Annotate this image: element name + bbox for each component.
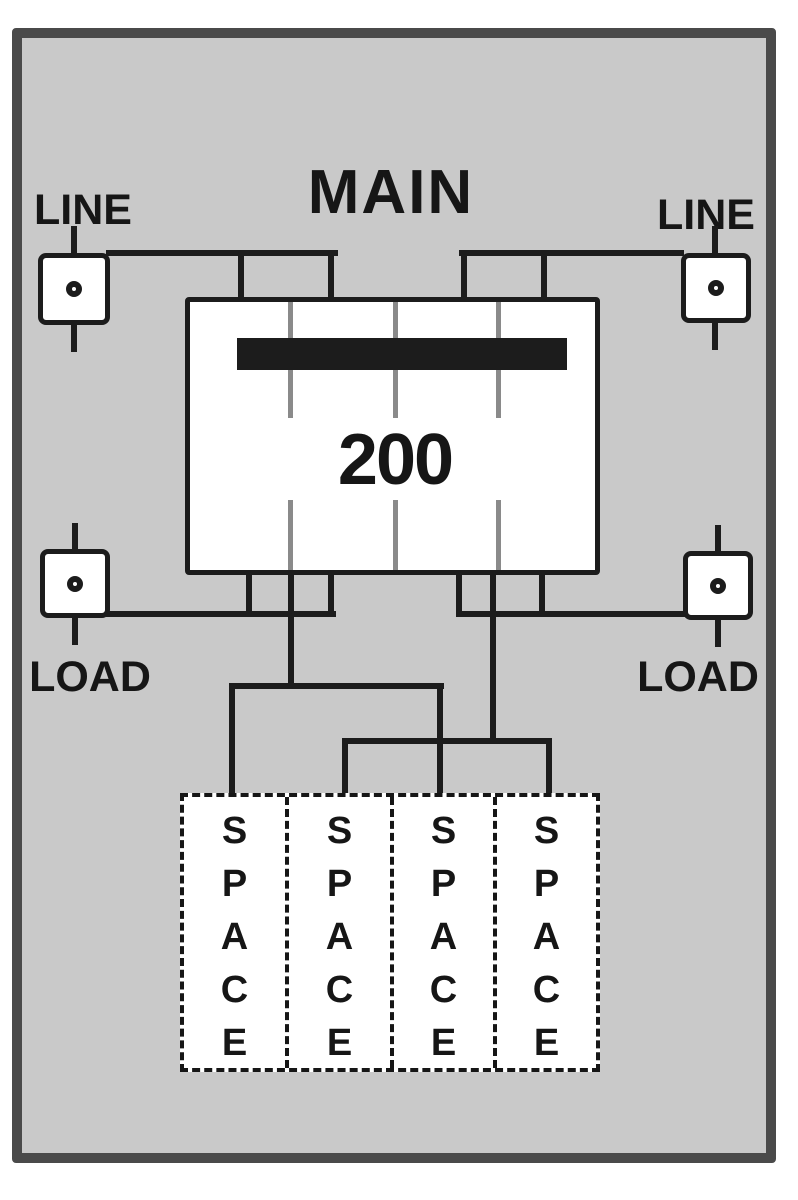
space-slot-1: SPACE (184, 797, 285, 1075)
space-label: SPACE (213, 810, 256, 1075)
line-terminal-right (681, 253, 751, 323)
terminal-screw-icon (66, 281, 82, 297)
wire-line-right (459, 250, 684, 256)
terminal-tick-bottom (712, 323, 718, 350)
pole-divider (496, 302, 501, 338)
wire-line-left (106, 250, 338, 256)
space-slot-3: SPACE (394, 797, 493, 1075)
pole-divider (393, 500, 398, 570)
load-label-left: LOAD (29, 653, 151, 701)
space-label: SPACE (318, 810, 361, 1075)
terminal-tick-top (71, 226, 77, 253)
drop-space-1 (229, 683, 235, 800)
terminal-screw-icon (67, 575, 83, 592)
stub-line-pole-1 (238, 250, 244, 302)
drop-space-3 (437, 683, 443, 800)
pole-divider (393, 370, 398, 418)
drop-space-2 (342, 738, 348, 800)
breaker-handle-bar (237, 338, 567, 370)
pole-divider (496, 370, 501, 418)
load-terminal-left (40, 549, 110, 618)
spaces-panel: SPACE SPACE SPACE SPACE (180, 793, 600, 1075)
breaker-rating: 200 (337, 420, 454, 500)
bus-b (342, 738, 552, 744)
line-label-left: LINE (34, 186, 132, 234)
wire-load-left (106, 611, 336, 617)
pole-divider (496, 500, 501, 570)
terminal-screw-icon (708, 280, 724, 296)
pole-divider (288, 500, 293, 570)
terminal-tick-top (715, 525, 721, 551)
space-label: SPACE (525, 810, 568, 1075)
terminal-tick-bottom (72, 618, 78, 645)
line-terminal-left (38, 253, 110, 325)
space-divider (493, 797, 497, 1068)
pole-divider (288, 370, 293, 418)
line-label-right: LINE (657, 191, 755, 239)
terminal-screw-icon (710, 577, 726, 594)
bus-a (229, 683, 444, 689)
pole-divider (393, 302, 398, 338)
terminal-tick-bottom (71, 325, 77, 352)
space-slot-4: SPACE (497, 797, 596, 1075)
space-slot-2: SPACE (289, 797, 390, 1075)
stub-load-pole-2 (328, 570, 334, 617)
load-label-right: LOAD (637, 653, 759, 701)
drop-space-4 (546, 738, 552, 800)
space-divider (390, 797, 394, 1068)
terminal-tick-top (712, 226, 718, 253)
feed-left (288, 570, 294, 689)
stub-load-pole-3 (456, 570, 462, 617)
load-terminal-right (683, 551, 753, 620)
terminal-tick-bottom (715, 620, 721, 647)
space-divider (285, 797, 289, 1068)
stub-line-pole-3 (461, 250, 467, 302)
main-label: MAIN (307, 158, 475, 227)
stub-load-pole-1 (246, 570, 252, 617)
terminal-tick-top (72, 523, 78, 549)
pole-divider (288, 302, 293, 338)
stub-load-pole-4 (539, 570, 545, 617)
feed-right (490, 570, 496, 744)
stub-line-pole-2 (328, 250, 334, 302)
stub-line-pole-4 (541, 250, 547, 302)
main-breaker: 200 (185, 297, 600, 575)
space-label: SPACE (422, 810, 465, 1075)
wire-load-right (456, 611, 687, 617)
